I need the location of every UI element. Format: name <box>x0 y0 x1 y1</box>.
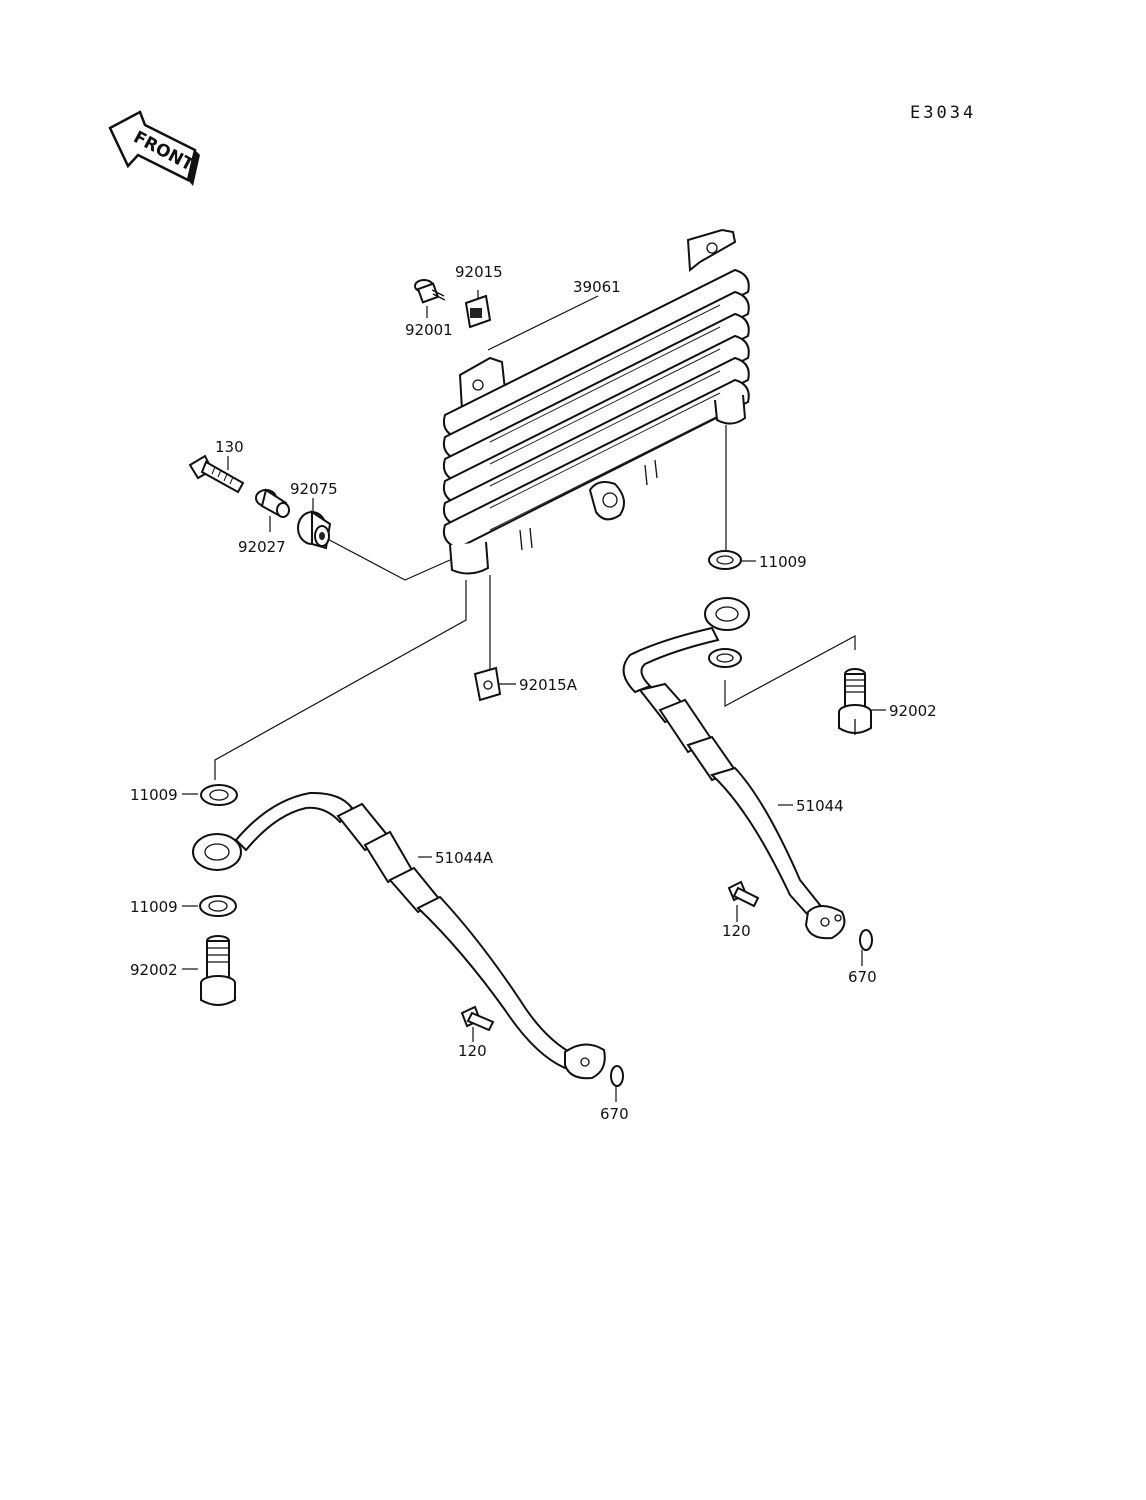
label-92002-right: 92002 <box>889 702 937 720</box>
o-ring-670-left-icon <box>610 1065 624 1087</box>
collar-92027-icon <box>255 488 290 518</box>
bolt-120-left-icon <box>460 1005 495 1032</box>
clip-92015-icon <box>464 294 492 329</box>
label-130: 130 <box>215 438 244 456</box>
label-92002-left: 92002 <box>130 961 178 979</box>
label-51044: 51044 <box>796 797 844 815</box>
o-ring-670-right-icon <box>859 929 873 951</box>
label-51044A: 51044A <box>435 849 494 867</box>
label-92001: 92001 <box>405 321 453 339</box>
grommet-92075-icon <box>297 510 332 550</box>
label-11009-left-bottom: 11009 <box>130 898 178 916</box>
washer-11009-left-top-icon <box>200 784 238 806</box>
label-11009-left-top: 11009 <box>130 786 178 804</box>
label-120-right: 120 <box>722 922 751 940</box>
label-92027: 92027 <box>238 538 286 556</box>
oil-hose-51044-icon <box>622 597 846 940</box>
label-92015A: 92015A <box>519 676 578 694</box>
label-92015: 92015 <box>455 263 503 281</box>
leader-lines <box>182 290 886 1102</box>
bolt-130-icon <box>188 454 245 494</box>
banjo-bolt-92002-right-icon <box>838 668 872 735</box>
part-labels: 39061 92015 92001 130 92075 92027 11009 … <box>130 263 937 1123</box>
bolt-120-right-icon <box>727 880 760 908</box>
label-670-right: 670 <box>848 968 877 986</box>
clip-92015A-icon <box>473 666 502 702</box>
label-92075: 92075 <box>290 480 338 498</box>
label-39061: 39061 <box>573 278 621 296</box>
front-arrow-icon: FRONT <box>108 110 200 186</box>
banjo-bolt-92002-left-icon <box>200 935 236 1006</box>
label-11009-right: 11009 <box>759 553 807 571</box>
label-120-left: 120 <box>458 1042 487 1060</box>
diagram-code: E3034 <box>910 103 976 123</box>
oil-cooler-core <box>442 228 750 575</box>
label-670-left: 670 <box>600 1105 629 1123</box>
washer-right-upper-icon <box>708 648 742 668</box>
bolt-92001-icon <box>414 279 446 304</box>
washer-11009-right-icon <box>708 550 742 570</box>
washer-11009-left-bottom-icon <box>199 895 237 917</box>
oil-hose-51044A-icon <box>192 791 606 1080</box>
